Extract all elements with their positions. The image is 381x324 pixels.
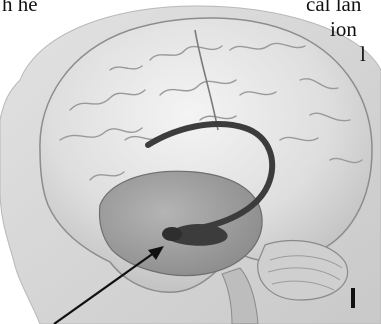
text-fragment-left: h he bbox=[2, 0, 38, 15]
text-fragment-right-1: cal lan bbox=[306, 0, 361, 15]
text-fragment-right-3: l bbox=[360, 44, 366, 65]
text-fragment-right-2: ion bbox=[330, 19, 357, 40]
amygdala bbox=[162, 227, 182, 241]
text-cursor-bar bbox=[351, 288, 355, 308]
temporal-lobe bbox=[100, 171, 263, 275]
